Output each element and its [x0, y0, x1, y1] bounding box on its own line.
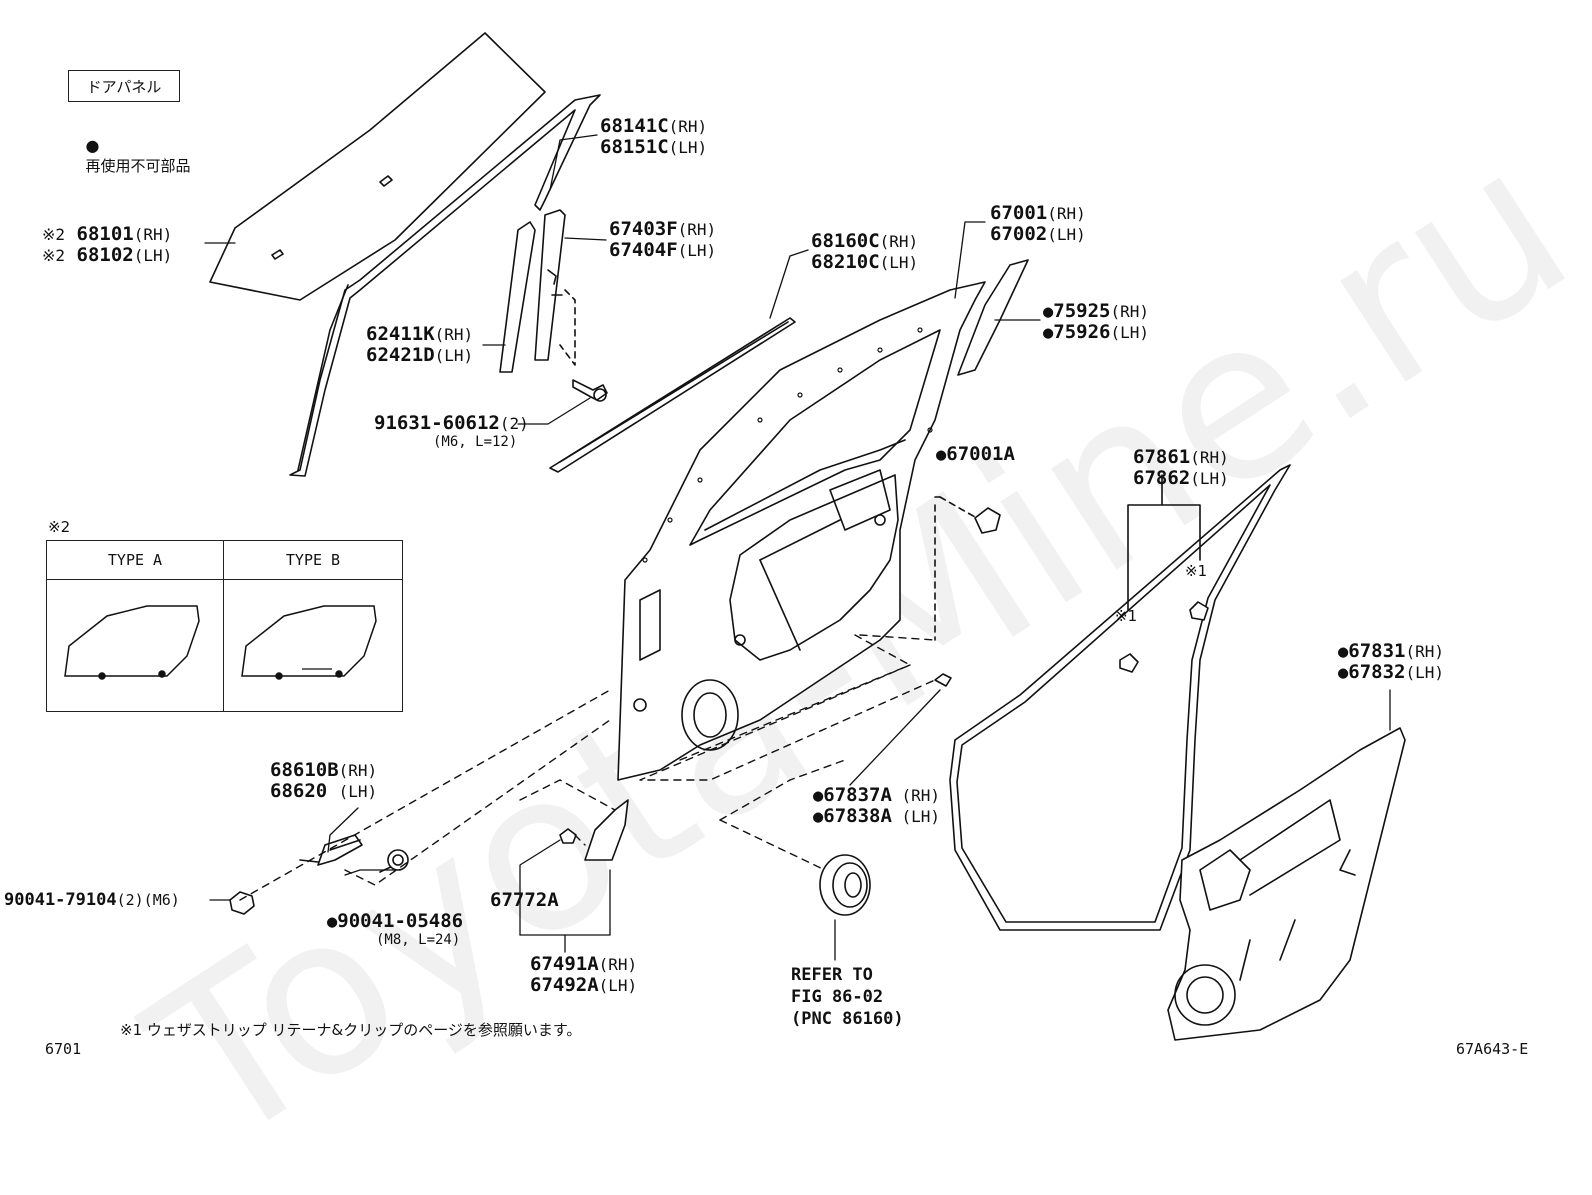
bullet-icon: ● — [813, 786, 824, 806]
label-67837A: ●67837A (RH) — [813, 784, 941, 807]
bullet-icon: ● — [1338, 642, 1349, 662]
door-glass-drawing — [209, 32, 546, 301]
type-glass-drawings — [64, 605, 377, 680]
label-67404F: 67404F(LH) — [609, 239, 717, 261]
screw-91631-drawing — [559, 289, 608, 402]
legend-bullet-note: 再使用不可部品 — [85, 157, 191, 175]
label-90041-05486: ●90041-05486 — [327, 910, 464, 933]
label-67838A: ●67838A (LH) — [813, 805, 941, 828]
page-code: 6701 — [45, 1040, 82, 1058]
leader-lines — [204, 134, 1391, 961]
label-68101: ※2 68101(RH) — [42, 223, 173, 245]
label-68102: ※2 68102(LH) — [42, 244, 173, 266]
assembly-dashed-lines — [239, 634, 936, 901]
inset-marker: ※2 — [48, 518, 71, 536]
bolt-90041-05486-drawing — [379, 849, 409, 873]
bullet-icon: ● — [1338, 663, 1349, 683]
plug-67001A-drawing — [934, 496, 1001, 641]
corner-cover-drawing — [559, 799, 629, 861]
label-67772A: 67772A — [490, 889, 559, 911]
refer-line-2: FIG 86-02 — [791, 987, 884, 1007]
glass-type-table: TYPE A TYPE B — [46, 540, 403, 712]
label-67491A: 67491A(RH) — [530, 953, 638, 975]
label-62421D: 62421D(LH) — [366, 344, 474, 366]
label-91631: 91631-60612(2) — [374, 412, 529, 434]
label-67001A: ●67001A — [936, 443, 1015, 466]
run-channel-drawing — [289, 94, 601, 477]
division-bar-drawing — [534, 209, 566, 361]
label-90041-05486-spec: (M8, L=24) — [376, 932, 461, 948]
label-67832: ●67832(LH) — [1338, 661, 1444, 684]
belt-moulding-drawing — [549, 317, 796, 473]
label-68620: 68620 (LH) — [270, 780, 378, 802]
label-75925: ●75925(RH) — [1043, 300, 1149, 323]
type-divider — [223, 541, 224, 711]
figure-code: 67A643-E — [1456, 1040, 1529, 1058]
clip-reference-mark: ※1 — [1115, 607, 1138, 625]
label-62411K: 62411K(RH) — [366, 323, 474, 345]
label-67492A: 67492A(LH) — [530, 974, 638, 996]
type-b-glass — [241, 605, 377, 677]
legend-title: ドアパネル — [86, 77, 162, 96]
clip-67837A-drawing — [934, 673, 952, 687]
type-b-header: TYPE B — [224, 541, 402, 580]
rear-channel-drawing — [499, 221, 536, 373]
label-90041-79104: 90041-79104(2)(M6) — [4, 890, 180, 910]
label-67861: 67861(RH) — [1133, 446, 1229, 468]
label-68610B: 68610B(RH) — [270, 759, 378, 781]
garnish-75925-drawing — [957, 259, 1029, 376]
bullet-icon: ● — [327, 912, 338, 932]
label-91631-spec: (M6, L=12) — [433, 434, 518, 450]
label-75926: ●75926(LH) — [1043, 321, 1149, 344]
bullet-icon: ● — [936, 445, 947, 465]
footnote: ※1 ウェザストリップ リテーナ&クリップのページを参照願います。 — [120, 1021, 582, 1039]
weatherstrip-drawing — [949, 464, 1291, 931]
type-a-header: TYPE A — [47, 541, 224, 580]
label-68210C: 68210C(LH) — [811, 251, 919, 273]
label-67862: 67862(LH) — [1133, 467, 1229, 489]
exploded-door-diagram — [204, 32, 1406, 1041]
clip-reference-mark: ※1 — [1185, 562, 1208, 580]
bullet-icon: ● — [1043, 323, 1054, 343]
refer-line-3: (PNC 86160) — [791, 1009, 904, 1029]
speaker-drawing — [819, 854, 871, 916]
label-67001: 67001(RH) — [990, 202, 1086, 224]
nut-drawing — [229, 891, 255, 915]
label-68151C: 68151C(LH) — [600, 136, 708, 158]
label-67831: ●67831(RH) — [1338, 640, 1444, 663]
legend-title-box: ドアパネル — [68, 70, 180, 102]
bullet-icon: ● — [813, 807, 824, 827]
label-67002: 67002(LH) — [990, 223, 1086, 245]
label-67403F: 67403F(RH) — [609, 218, 717, 240]
door-panel-drawing — [617, 281, 986, 781]
type-a-glass — [64, 605, 200, 677]
legend-bullet-row: ● 再使用不可部品 — [76, 118, 191, 176]
label-68141C: 68141C(RH) — [600, 115, 708, 137]
bullet-icon: ● — [85, 136, 100, 155]
label-68160C: 68160C(RH) — [811, 230, 919, 252]
bullet-icon: ● — [1043, 302, 1054, 322]
trim-panel-drawing — [1167, 727, 1406, 1041]
refer-line-1: REFER TO — [791, 965, 873, 985]
